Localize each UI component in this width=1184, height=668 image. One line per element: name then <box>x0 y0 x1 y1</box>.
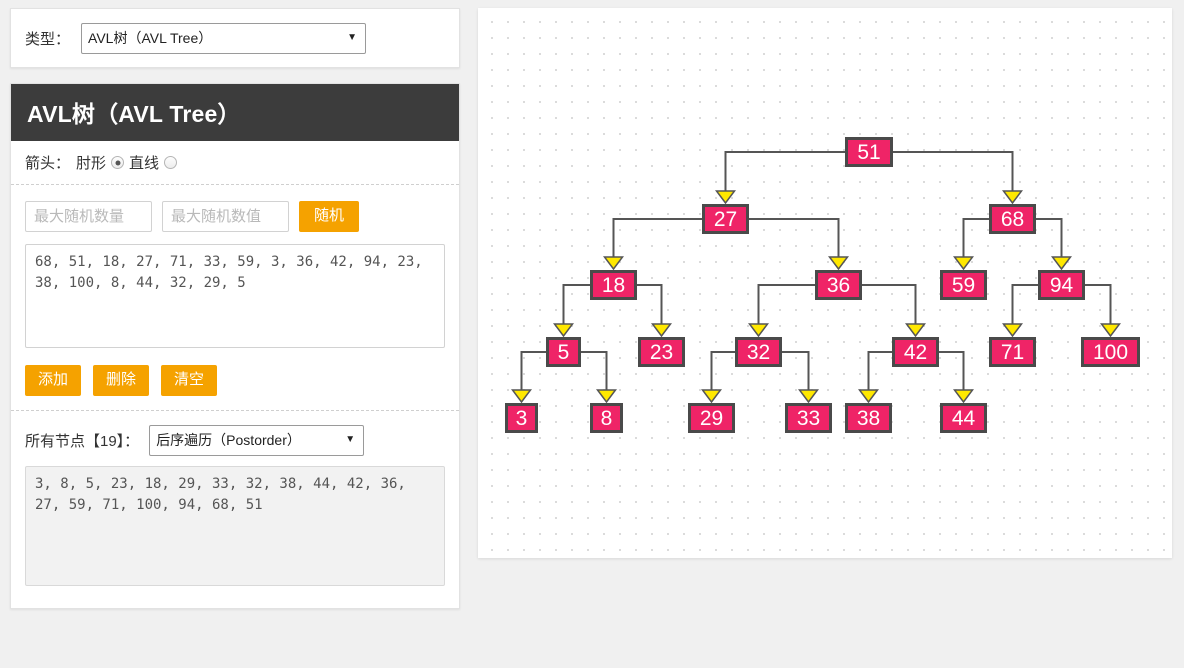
random-button[interactable]: 随机 <box>299 201 360 232</box>
edge-arrowhead-icon <box>1002 323 1023 338</box>
tree-node[interactable]: 68 <box>989 204 1036 234</box>
tree-node[interactable]: 8 <box>590 403 623 433</box>
clear-button[interactable]: 清空 <box>161 365 218 396</box>
all-nodes-label: 所有节点【19】： <box>25 432 140 450</box>
edge-arrowhead-icon <box>953 256 974 271</box>
arrow-style-row: 箭头： 肘形 直线 <box>11 141 459 185</box>
edge-arrowhead-icon <box>1100 323 1121 338</box>
type-select-wrap: AVL树（AVL Tree） ▼ <box>70 22 367 54</box>
tree-edge <box>757 284 815 326</box>
tree-node[interactable]: 36 <box>815 270 862 300</box>
tree-edge <box>562 284 590 326</box>
action-buttons-row: 添加 删除 清空 <box>25 352 445 410</box>
tree-node[interactable]: 59 <box>940 270 987 300</box>
edge-arrowhead-icon <box>596 389 617 404</box>
order-select-wrap: 后序遍历（Postorder） ▼ <box>149 424 365 456</box>
tree-edge <box>724 151 845 193</box>
output-header-row: 所有节点【19】： 后序遍历（Postorder） ▼ <box>25 424 445 456</box>
tree-edge <box>637 284 663 326</box>
edge-arrowhead-icon <box>798 389 819 404</box>
output-block: 所有节点【19】： 后序遍历（Postorder） ▼ <box>11 411 459 606</box>
tree-edges-svg <box>511 151 1121 404</box>
radio-label-elbow: 肘形 <box>76 155 107 172</box>
radio-elbow[interactable] <box>111 156 125 169</box>
random-max-input[interactable] <box>162 201 289 232</box>
tree-node[interactable]: 94 <box>1038 270 1085 300</box>
page-title: AVL树（AVL Tree） <box>11 84 459 141</box>
values-textarea[interactable] <box>25 244 445 348</box>
tree-edge <box>782 351 810 392</box>
random-count-input[interactable] <box>25 201 152 232</box>
arrow-label: 箭头： <box>25 155 71 172</box>
tree-node[interactable]: 3 <box>505 403 538 433</box>
tree-node[interactable]: 33 <box>785 403 832 433</box>
type-select[interactable]: AVL树（AVL Tree） <box>81 22 367 54</box>
tree-node[interactable]: 23 <box>638 337 685 367</box>
edge-arrowhead-icon <box>828 256 849 271</box>
tree-edge <box>862 284 917 326</box>
edge-arrowhead-icon <box>511 389 532 404</box>
edge-arrowhead-icon <box>715 190 736 205</box>
tree-edge <box>612 218 702 259</box>
edge-arrowhead-icon <box>553 323 574 338</box>
edge-arrowhead-icon <box>748 323 769 338</box>
tree-edge <box>939 351 965 392</box>
tree-node[interactable]: 29 <box>688 403 735 433</box>
random-row: 随机 <box>25 201 445 232</box>
nodes-output-textarea[interactable] <box>25 465 445 586</box>
tree-node[interactable]: 5 <box>546 337 581 367</box>
edge-arrowhead-icon <box>603 256 624 271</box>
tree-node[interactable]: 71 <box>989 337 1036 367</box>
type-selector-panel: 类型： AVL树（AVL Tree） ▼ <box>10 8 460 68</box>
radio-straight[interactable] <box>164 156 178 169</box>
edge-arrowhead-icon <box>1051 256 1072 271</box>
tree-control-panel: AVL树（AVL Tree） 箭头： 肘形 直线 随机 添加 删除 清空 <box>10 83 460 609</box>
tree-edge <box>710 351 735 392</box>
tree-node[interactable]: 38 <box>845 403 892 433</box>
edge-arrowhead-icon <box>953 389 974 404</box>
tree-node[interactable]: 18 <box>590 270 637 300</box>
edge-arrowhead-icon <box>858 389 879 404</box>
edge-arrowhead-icon <box>905 323 926 338</box>
input-block: 随机 添加 删除 清空 <box>11 185 459 411</box>
tree-edge <box>893 151 1014 193</box>
tree-node[interactable]: 27 <box>702 204 749 234</box>
tree-edge <box>1085 284 1112 326</box>
add-button[interactable]: 添加 <box>25 365 82 396</box>
tree-edge <box>749 218 840 259</box>
traversal-order-select[interactable]: 后序遍历（Postorder） <box>149 424 365 456</box>
tree-node[interactable]: 44 <box>940 403 987 433</box>
left-control-column: 类型： AVL树（AVL Tree） ▼ AVL树（AVL Tree） 箭头： … <box>10 8 460 609</box>
tree-node[interactable]: 100 <box>1081 337 1140 367</box>
tree-node[interactable]: 51 <box>845 137 893 167</box>
remove-button[interactable]: 删除 <box>93 365 150 396</box>
radio-option-straight[interactable]: 直线 <box>129 152 178 173</box>
edge-arrowhead-icon <box>701 389 722 404</box>
tree-edge <box>581 351 608 392</box>
edge-arrowhead-icon <box>651 323 672 338</box>
tree-node[interactable]: 42 <box>892 337 939 367</box>
tree-edge <box>1011 284 1038 326</box>
tree-edge <box>962 218 989 259</box>
edge-arrowhead-icon <box>1002 190 1023 205</box>
radio-option-elbow[interactable]: 肘形 <box>76 152 125 173</box>
tree-edge <box>867 351 892 392</box>
radio-label-straight: 直线 <box>129 155 160 172</box>
tree-edge <box>520 351 546 392</box>
type-label: 类型： <box>25 30 71 48</box>
tree-node[interactable]: 32 <box>735 337 782 367</box>
tree-edge <box>1036 218 1063 259</box>
